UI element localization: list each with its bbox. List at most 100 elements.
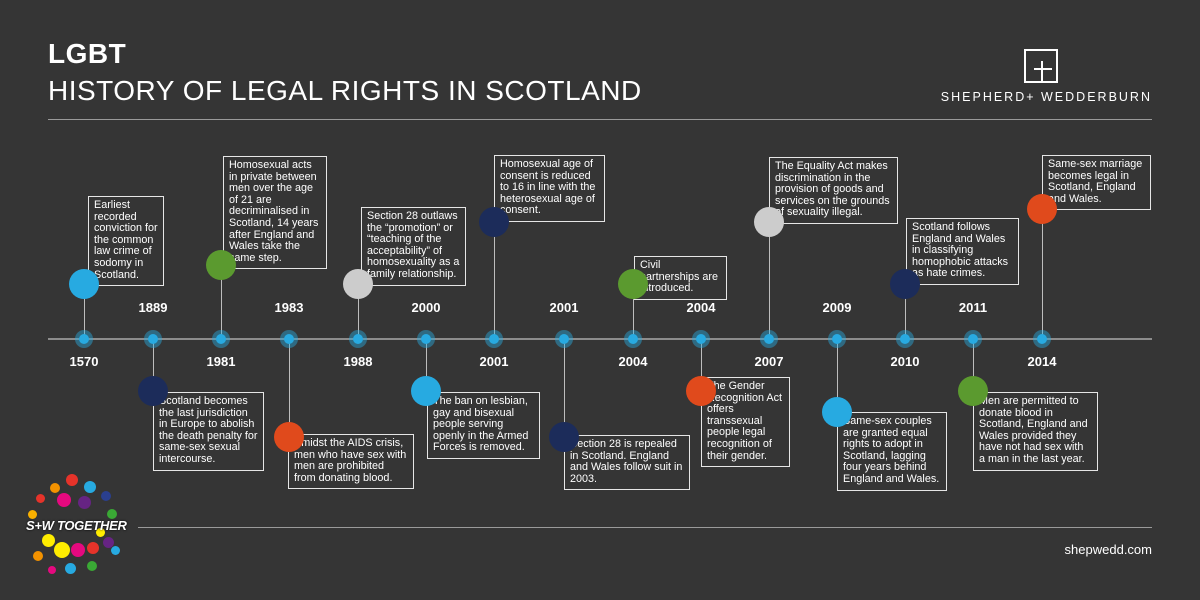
badge-dot [27,509,37,519]
site-url[interactable]: shepwedd.com [1064,542,1152,557]
badge-dot [87,561,97,571]
event-description: Scotland follows England and Wales in cl… [906,218,1019,285]
event-description: Same-sex couples are granted equal right… [837,412,947,491]
event-connector [153,339,154,391]
event-year: 1889 [138,300,168,315]
badge-dot [107,509,117,519]
event-marker-green [618,269,648,299]
event-description: The Equality Act makes discrimination in… [769,157,898,224]
bottom-divider [138,527,1152,528]
event-marker-navy [890,269,920,299]
badge-dot [110,545,120,555]
badge-dot [84,481,96,493]
event-year: 2011 [958,300,988,315]
event-year: 1988 [343,354,373,369]
event-year: 2001 [479,354,509,369]
event-description: Section 28 outlaws the “promotion” or “t… [361,207,466,286]
page-title: LGBT [48,38,127,69]
event-marker-orange [686,376,716,406]
timeline-node [212,330,230,348]
event-description: Scotland becomes the last jurisdiction i… [153,392,264,471]
event-marker-light_blue [822,397,852,427]
event-year: 1983 [274,300,304,315]
event-connector [633,284,634,339]
badge-dot [87,542,99,554]
event-year: 2010 [890,354,920,369]
event-connector [494,222,495,339]
timeline-node [624,330,642,348]
badge-dot [33,551,43,561]
event-description: Amidst the AIDS crisis, men who have sex… [288,434,414,490]
timeline-node [828,330,846,348]
event-connector [289,339,290,437]
event-marker-navy [479,207,509,237]
timeline-node [760,330,778,348]
event-description: Section 28 is repealed in Scotland. Engl… [564,435,690,491]
event-year: 2014 [1027,354,1057,369]
timeline-axis [48,338,1152,340]
event-connector [426,339,427,391]
badge-dot [66,474,78,486]
timeline-node [555,330,573,348]
timeline-node [349,330,367,348]
event-description: Civil partnerships are introduced. [634,256,727,300]
top-divider [48,119,1152,120]
timeline-node [692,330,710,348]
timeline-node [75,330,93,348]
badge-dot [48,566,56,574]
event-connector [837,339,838,412]
event-year: 2000 [411,300,441,315]
event-year: 2004 [686,300,716,315]
event-year: 2004 [618,354,648,369]
timeline-node [280,330,298,348]
event-connector [564,339,565,437]
event-description: Men are permitted to donate blood in Sco… [973,392,1098,471]
badge-dot [77,495,91,509]
badge-dot [50,483,60,493]
event-marker-navy [138,376,168,406]
timeline-node [964,330,982,348]
event-marker-green [958,376,988,406]
badge-dot [102,536,114,548]
badge-dot [41,533,55,547]
badge-dot [101,491,111,501]
event-connector [973,339,974,391]
brand-name: SHEPHERD+ WEDDERBURN [940,90,1152,104]
event-marker-grey [343,269,373,299]
event-connector [221,265,222,339]
badge-dot [95,527,105,537]
event-year: 2007 [754,354,784,369]
event-connector [84,284,85,339]
event-marker-orange [1027,194,1057,224]
event-marker-light_blue [411,376,441,406]
timeline-node [417,330,435,348]
event-year: 1570 [69,354,99,369]
timeline-node [485,330,503,348]
event-marker-light_blue [69,269,99,299]
event-marker-navy [549,422,579,452]
event-marker-green [206,250,236,280]
badge-dot [71,543,85,557]
event-connector [1042,209,1043,339]
event-connector [701,339,702,391]
badge-dot [64,562,76,574]
timeline-node [1033,330,1051,348]
event-marker-orange [274,422,304,452]
timeline-node [896,330,914,348]
event-connector [905,284,906,339]
together-badge-text: S+W TOGETHER [26,518,127,533]
event-year: 2001 [549,300,579,315]
event-description: Homosexual age of consent is reduced to … [494,155,605,222]
badge-dot [35,493,45,503]
event-year: 1981 [206,354,236,369]
timeline-node [144,330,162,348]
badge-dot [54,542,70,558]
page-subtitle: HISTORY OF LEGAL RIGHTS IN SCOTLAND [48,75,642,106]
event-description: The ban on lesbian, gay and bisexual peo… [427,392,540,459]
badge-dot [57,493,71,507]
event-connector [769,222,770,339]
event-marker-grey [754,207,784,237]
event-year: 2009 [822,300,852,315]
event-connector [358,284,359,339]
event-description: Earliest recorded conviction for the com… [88,196,164,287]
